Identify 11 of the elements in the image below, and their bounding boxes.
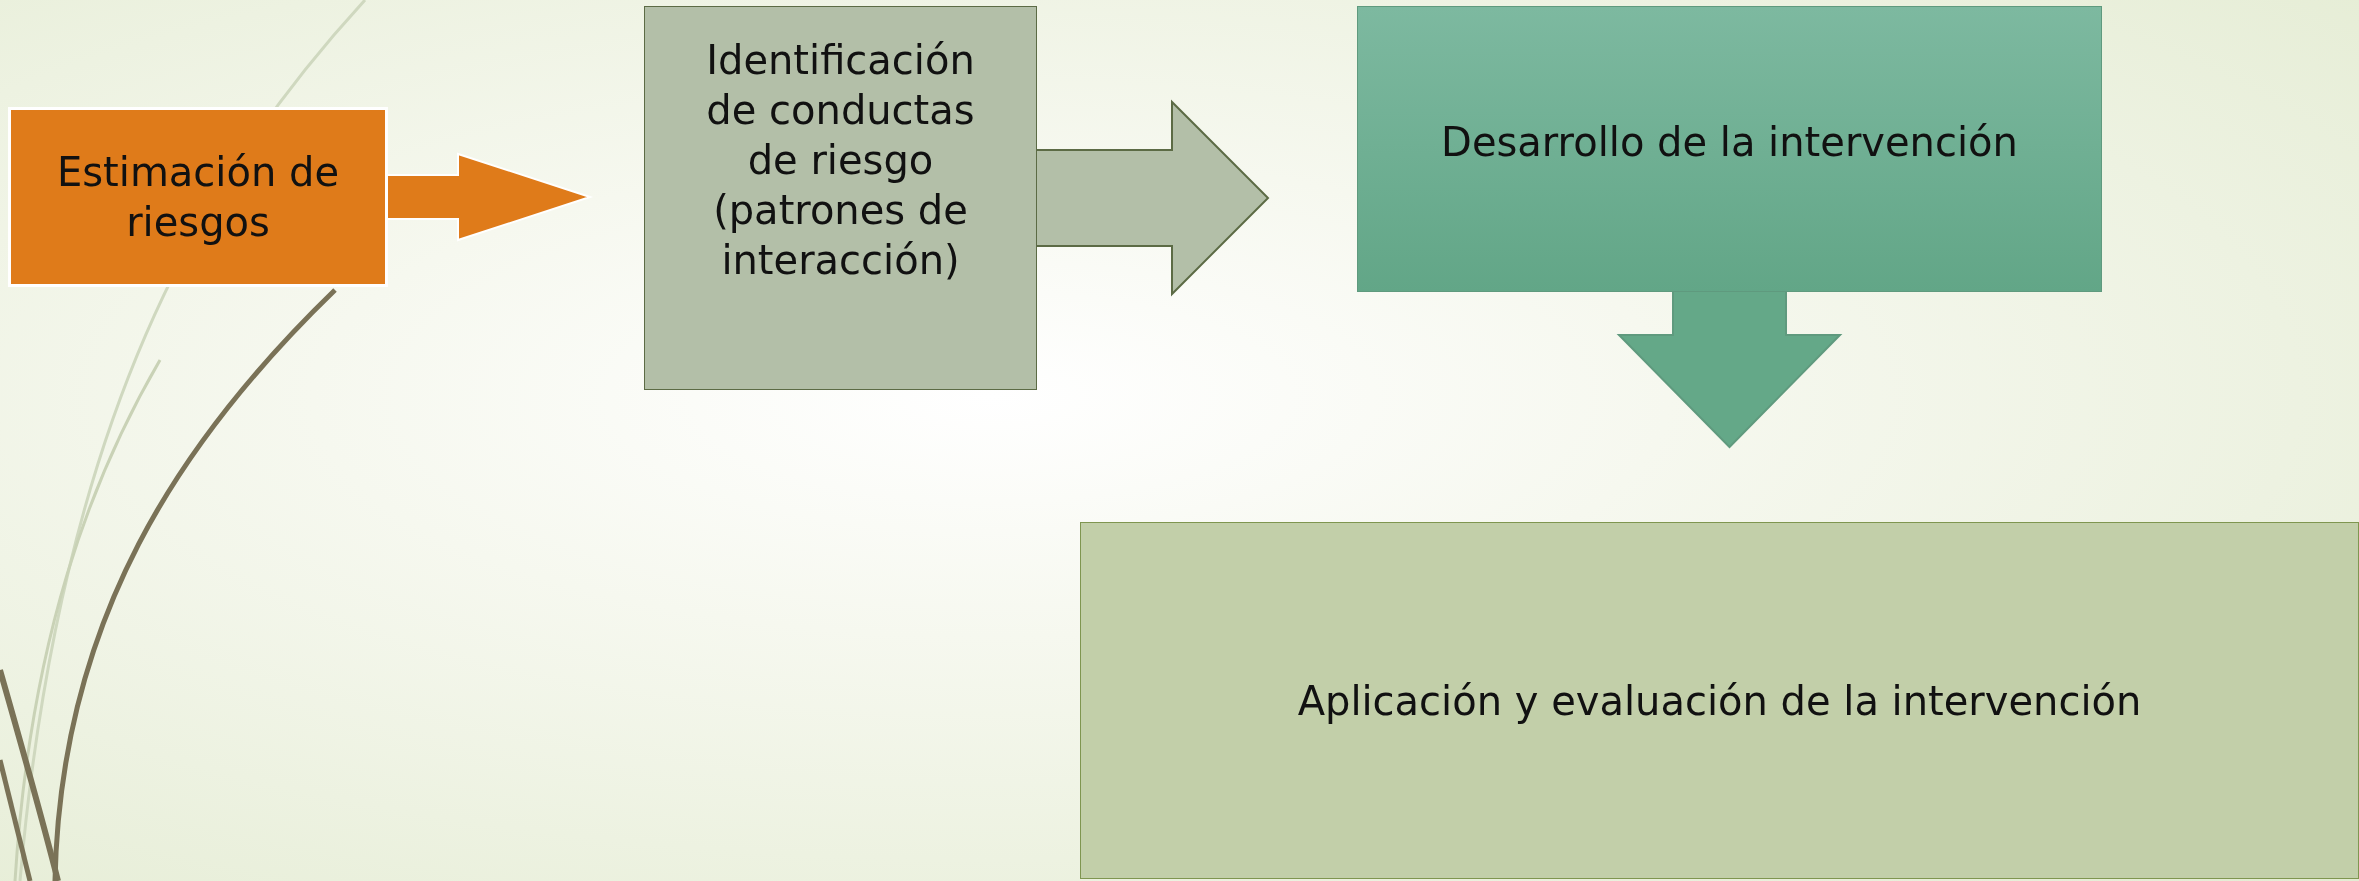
node-label: Aplicación y evaluación de la intervención [1297, 676, 2142, 726]
block-arrow [1036, 99, 1270, 297]
node-label: Estimación de riesgos [56, 148, 340, 247]
block-arrow [1616, 291, 1843, 449]
process-box [8, 107, 388, 287]
process-box [1080, 522, 2359, 879]
node-label: Identificación de conductas de riesgo (patrones de interacción) [705, 36, 976, 285]
block-arrow [387, 152, 594, 242]
process-box [1357, 6, 2102, 292]
node-label: Desarrollo de la intervención [1441, 118, 2018, 167]
process-box [644, 6, 1037, 390]
